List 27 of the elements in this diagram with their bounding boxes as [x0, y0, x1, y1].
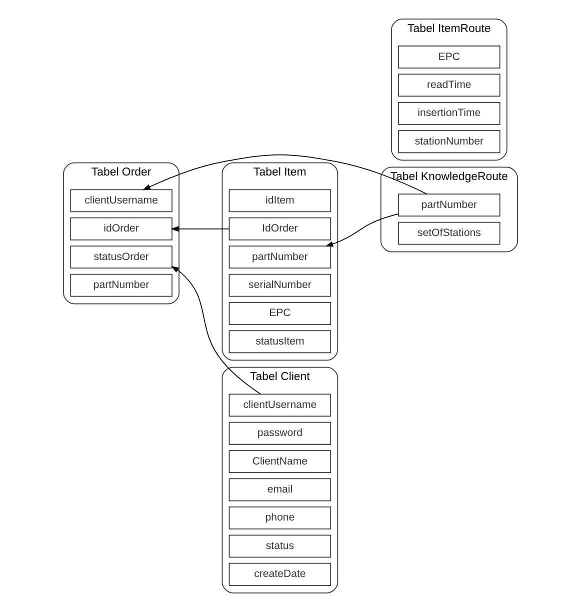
node-box: EPC — [398, 46, 500, 68]
node-box: idItem — [228, 189, 331, 212]
node-box: status — [228, 534, 331, 558]
node-box: partNumber — [228, 246, 331, 269]
arrow — [142, 154, 427, 194]
node-box: email — [228, 478, 331, 502]
node-box: setOfStations — [398, 222, 500, 245]
node-box: stationNumber — [398, 130, 500, 154]
node-box: serialNumber — [228, 274, 331, 297]
node-box: readTime — [398, 74, 500, 97]
arrow — [324, 213, 398, 247]
node-box: ClientName — [228, 450, 331, 474]
node-box: statusOrder — [70, 246, 172, 269]
node-box: EPC — [228, 302, 331, 325]
node-box: phone — [228, 506, 331, 530]
node-box: statusItem — [228, 330, 331, 354]
arrow — [170, 266, 261, 394]
node-box: createDate — [228, 562, 331, 586]
node-box: partNumber — [398, 194, 500, 217]
node-box: idOrder — [70, 217, 172, 240]
node-box: IdOrder — [228, 217, 331, 240]
node-box: insertionTime — [398, 102, 500, 125]
node-box: clientUsername — [228, 394, 331, 417]
node-box: partNumber — [70, 274, 172, 297]
arrow — [170, 226, 229, 232]
node-box: password — [228, 422, 331, 445]
node-box: clientUsername — [70, 189, 172, 212]
